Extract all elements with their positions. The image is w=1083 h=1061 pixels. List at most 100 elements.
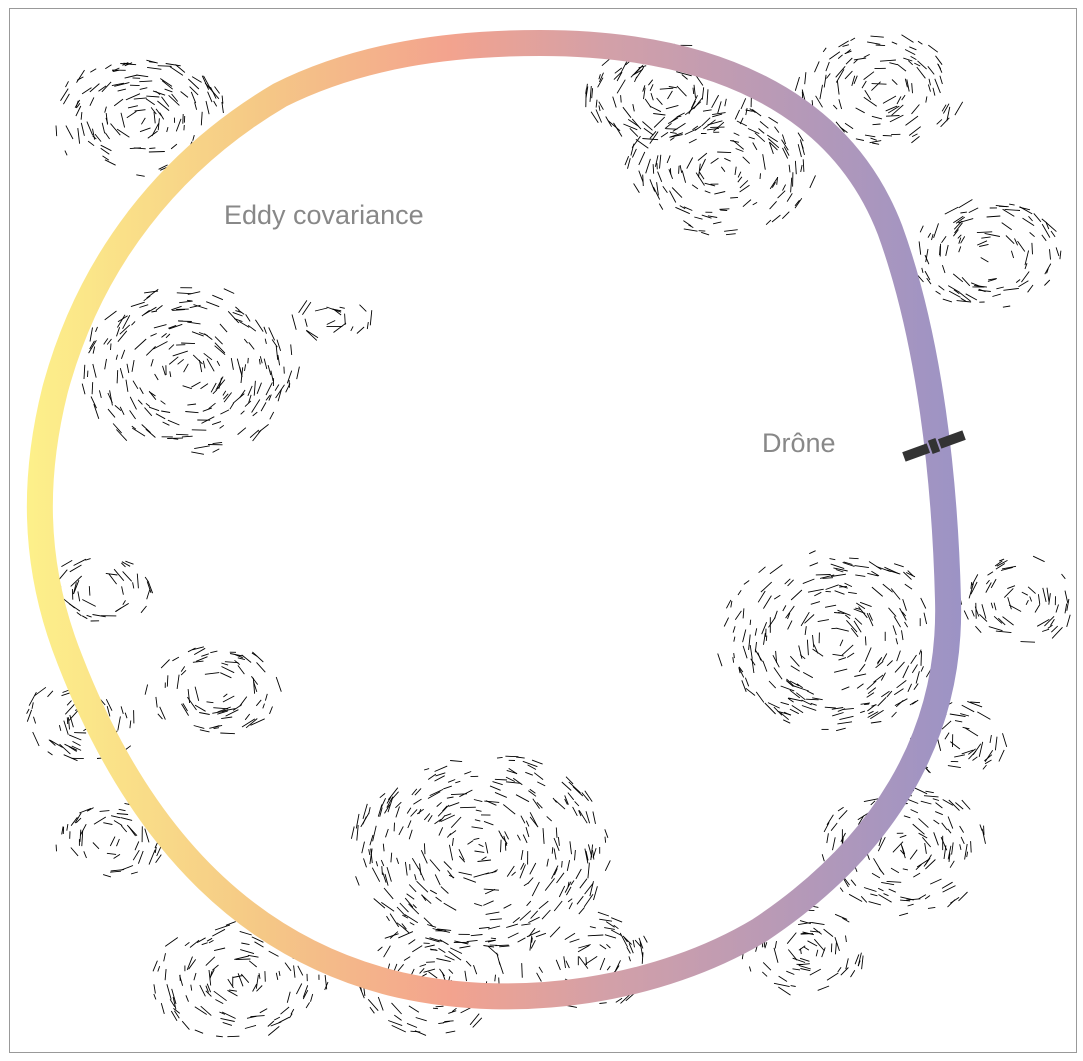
eddy-stroke xyxy=(297,965,304,976)
eddy-stroke xyxy=(868,710,874,715)
eddy-stroke xyxy=(1002,733,1008,748)
eddy-stroke xyxy=(910,809,919,814)
eddy-stroke xyxy=(503,903,512,909)
eddy-stroke xyxy=(557,837,560,846)
eddy-stroke xyxy=(888,607,897,617)
eddy-stroke xyxy=(975,625,982,633)
eddy-stroke xyxy=(81,87,92,95)
eddy-stroke xyxy=(1059,250,1062,260)
eddy-stroke xyxy=(610,929,622,936)
eddy-stroke xyxy=(1024,263,1028,270)
eddy-stroke xyxy=(379,807,383,817)
eddy-stroke xyxy=(269,411,275,420)
eddy-stroke xyxy=(549,926,561,938)
eddy-stroke xyxy=(649,131,657,139)
eddy-stroke xyxy=(846,619,858,633)
eddy-stroke xyxy=(359,304,367,312)
eddy-stroke xyxy=(656,97,663,105)
eddy-stroke xyxy=(771,181,776,188)
eddy-stroke xyxy=(777,190,786,199)
eddy-stroke xyxy=(986,215,1001,218)
eddy-stroke xyxy=(923,795,939,798)
eddy-stroke xyxy=(905,115,919,126)
eddy-stroke xyxy=(1001,565,1017,570)
eddy-stroke xyxy=(839,584,848,589)
eddy-stroke xyxy=(387,963,391,969)
eddy-stroke xyxy=(793,685,809,692)
eddy-stroke xyxy=(201,75,210,90)
eddy-stroke xyxy=(234,955,249,960)
eddy-stroke xyxy=(89,327,93,342)
eddy-stroke xyxy=(566,1005,577,1008)
eddy-stroke xyxy=(823,928,834,937)
eddy-stroke xyxy=(155,413,166,420)
eddy-stroke xyxy=(656,182,659,196)
eddy-stroke xyxy=(801,699,812,706)
eddy-stroke xyxy=(564,795,569,805)
eddy-stroke xyxy=(121,586,124,595)
eddy-stroke xyxy=(168,94,180,106)
eddy-stroke xyxy=(832,712,844,717)
eddy-stroke xyxy=(263,358,268,370)
eddy-stroke xyxy=(164,88,173,93)
eddy-stroke xyxy=(920,800,932,805)
eddy-stroke xyxy=(850,879,857,886)
eddy-stroke xyxy=(994,736,998,751)
eddy-stroke xyxy=(1050,625,1059,633)
eddy-stroke xyxy=(794,199,800,207)
eddy-stroke xyxy=(616,79,626,94)
eddy-stroke xyxy=(124,74,138,79)
eddy-stroke xyxy=(491,869,498,874)
eddy-stroke xyxy=(83,851,87,859)
eddy-stroke xyxy=(839,639,844,647)
eddy-stroke xyxy=(742,199,752,208)
eddy-stroke xyxy=(402,914,409,919)
eddy-stroke xyxy=(958,891,968,902)
eddy-stroke xyxy=(606,943,611,949)
eddy-stroke xyxy=(871,570,880,577)
eddy-stroke xyxy=(769,200,777,210)
eddy-stroke xyxy=(339,306,345,309)
eddy-stroke xyxy=(136,573,139,589)
eddy-stroke xyxy=(920,666,924,672)
eddy-stroke xyxy=(720,209,728,211)
eddy-stroke xyxy=(809,550,816,555)
eddy-stroke xyxy=(878,894,892,903)
eddy-stroke xyxy=(324,975,328,990)
eddy-stroke xyxy=(81,383,86,395)
eddy-stroke xyxy=(157,965,161,972)
eddy-stroke xyxy=(187,403,197,406)
eddy-stroke xyxy=(915,864,922,871)
eddy-stroke xyxy=(227,978,234,989)
eddy-stroke xyxy=(373,898,386,909)
eddy-stroke xyxy=(590,111,599,124)
eddy-stroke xyxy=(120,817,133,821)
eddy-stroke xyxy=(742,629,747,643)
eddy-stroke xyxy=(280,1006,290,1015)
eddy-stroke xyxy=(893,563,904,568)
eddy-stroke xyxy=(70,817,78,826)
eddy-stroke xyxy=(732,657,735,663)
eddy-stroke xyxy=(611,917,623,923)
eddy-stroke xyxy=(706,89,709,106)
eddy-stroke xyxy=(163,953,166,962)
eddy-stroke xyxy=(92,614,106,618)
eddy-stroke xyxy=(836,80,840,95)
eddy-stroke xyxy=(831,707,844,710)
eddy-stroke xyxy=(31,702,34,709)
eddy-stroke xyxy=(935,290,941,295)
eddy-stroke xyxy=(910,56,917,60)
eddy-stroke xyxy=(887,105,900,114)
eddy-stroke xyxy=(972,756,978,761)
eddy-stroke xyxy=(191,381,201,388)
eddy-stroke xyxy=(941,104,947,112)
eddy-stroke xyxy=(891,79,898,86)
eddy-stroke xyxy=(440,886,449,894)
eddy-stroke xyxy=(613,71,622,80)
eddy-stroke xyxy=(899,607,907,621)
eddy-stroke xyxy=(223,393,229,400)
eddy-stroke xyxy=(676,71,692,77)
eddy-stroke xyxy=(679,165,683,173)
eddy-stroke xyxy=(324,981,329,991)
eddy-stroke xyxy=(579,878,588,889)
